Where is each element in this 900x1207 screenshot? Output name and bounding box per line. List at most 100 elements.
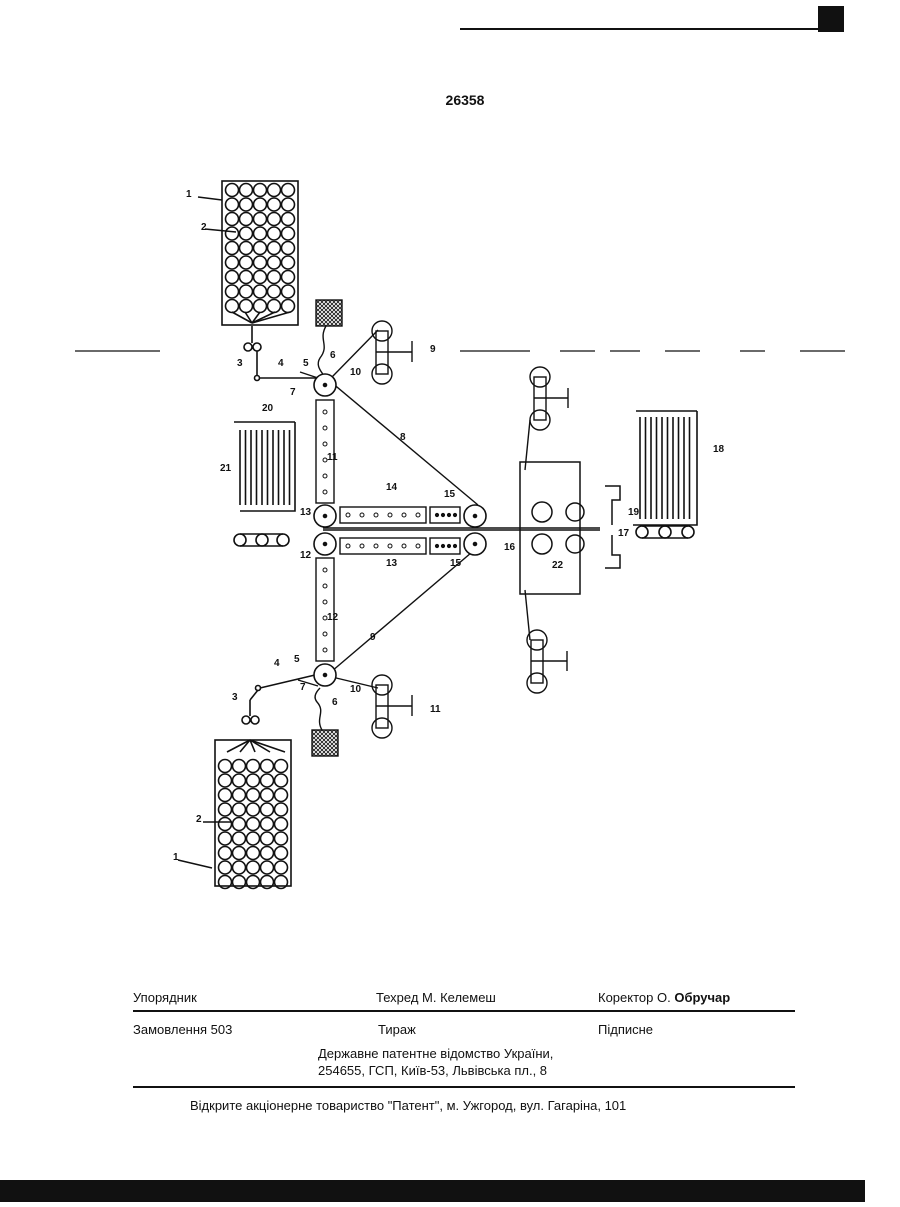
bobbin <box>226 184 239 197</box>
reference-numeral: 3 <box>232 692 238 703</box>
bobbin <box>254 184 267 197</box>
bobbin <box>219 847 232 860</box>
reference-numeral: 17 <box>618 528 630 539</box>
reference-numeral: 2 <box>196 814 202 825</box>
office-line-2: 254655, ГСП, Київ-53, Львівська пл., 8 <box>318 1063 547 1078</box>
reference-numeral: 6 <box>332 697 338 708</box>
reference-numeral: 7 <box>300 682 306 693</box>
bobbin <box>240 256 253 269</box>
bobbin <box>247 818 260 831</box>
bobbin <box>275 789 288 802</box>
bobbin <box>226 213 239 226</box>
reference-numeral: 10 <box>350 367 362 378</box>
bobbin <box>261 803 274 816</box>
bobbin <box>247 847 260 860</box>
bobbin <box>219 774 232 787</box>
bobbin <box>261 760 274 773</box>
reference-numeral: 13 <box>386 558 398 569</box>
bobbin <box>282 300 295 313</box>
reference-numeral: 21 <box>220 463 232 474</box>
reference-numeral: 4 <box>278 358 284 369</box>
proofreader-prefix: Коректор О. <box>598 990 671 1005</box>
bobbin <box>282 213 295 226</box>
bobbin <box>233 760 246 773</box>
bobbin <box>219 803 232 816</box>
bobbin <box>275 760 288 773</box>
bobbin <box>226 242 239 255</box>
bobbin <box>226 256 239 269</box>
reference-numeral: 22 <box>552 560 564 571</box>
bobbin <box>261 774 274 787</box>
conveyor-belts <box>323 330 600 688</box>
circulation: Тираж <box>378 1022 416 1037</box>
bobbin <box>268 184 281 197</box>
bobbin <box>226 300 239 313</box>
bobbin <box>268 227 281 240</box>
patent-drawing: 1234765109811131415151612129131819172220… <box>0 0 900 900</box>
bobbin <box>254 271 267 284</box>
reference-numeral: 6 <box>330 350 336 361</box>
reference-numeral: 5 <box>303 358 309 369</box>
bobbin <box>254 213 267 226</box>
bobbin <box>240 227 253 240</box>
bobbin <box>275 847 288 860</box>
bobbin <box>268 242 281 255</box>
bobbin <box>282 242 295 255</box>
reference-numeral: 15 <box>444 489 456 500</box>
bobbin <box>254 227 267 240</box>
bobbin <box>240 285 253 298</box>
bobbin <box>268 285 281 298</box>
bobbin <box>247 803 260 816</box>
bobbin <box>275 818 288 831</box>
reference-numeral: 13 <box>300 507 312 518</box>
bobbin <box>247 861 260 874</box>
bobbin <box>233 818 246 831</box>
reference-numeral: 10 <box>350 684 362 695</box>
reference-numeral: 5 <box>294 654 300 665</box>
bobbin <box>254 285 267 298</box>
bobbin <box>240 213 253 226</box>
bobbin <box>254 256 267 269</box>
bobbin <box>219 760 232 773</box>
reference-numeral: 2 <box>201 222 207 233</box>
bobbin <box>240 300 253 313</box>
reference-numeral: 16 <box>504 542 516 553</box>
reference-numeral: 7 <box>290 387 296 398</box>
proofreader: Коректор О. Обручар <box>598 990 730 1005</box>
reference-numeral: 12 <box>327 612 339 623</box>
comb-right <box>633 411 697 538</box>
bobbin <box>261 789 274 802</box>
reference-numeral: 12 <box>300 550 312 561</box>
reference-numeral: 18 <box>713 444 725 455</box>
bobbin <box>233 847 246 860</box>
reference-numeral: 9 <box>370 632 376 643</box>
bobbin <box>282 198 295 211</box>
reference-numeral: 3 <box>237 358 243 369</box>
printer-info: Відкрите акціонерне товариство "Патент",… <box>190 1098 626 1113</box>
bottom-edge-bar <box>0 1180 865 1202</box>
reference-numeral: 20 <box>262 403 274 414</box>
bobbin <box>268 300 281 313</box>
plate-dots <box>323 410 457 652</box>
reference-numeral: 9 <box>430 344 436 355</box>
bobbin <box>275 861 288 874</box>
bobbin <box>247 789 260 802</box>
comb-left <box>234 422 295 546</box>
bobbin <box>268 198 281 211</box>
bobbin <box>254 198 267 211</box>
bobbin <box>282 271 295 284</box>
reference-numeral: 15 <box>450 558 462 569</box>
bobbin <box>226 285 239 298</box>
order-number: Замовлення 503 <box>133 1022 232 1037</box>
bobbin <box>282 285 295 298</box>
footer-rule-1 <box>133 1010 795 1012</box>
bobbin <box>226 271 239 284</box>
bobbin <box>254 300 267 313</box>
bobbin <box>226 227 239 240</box>
bobbin <box>219 789 232 802</box>
bobbin <box>233 803 246 816</box>
bobbin <box>233 832 246 845</box>
tech-editor: Техред М. Келемеш <box>376 990 496 1005</box>
reference-numeral: 19 <box>628 507 640 518</box>
bobbin <box>233 861 246 874</box>
